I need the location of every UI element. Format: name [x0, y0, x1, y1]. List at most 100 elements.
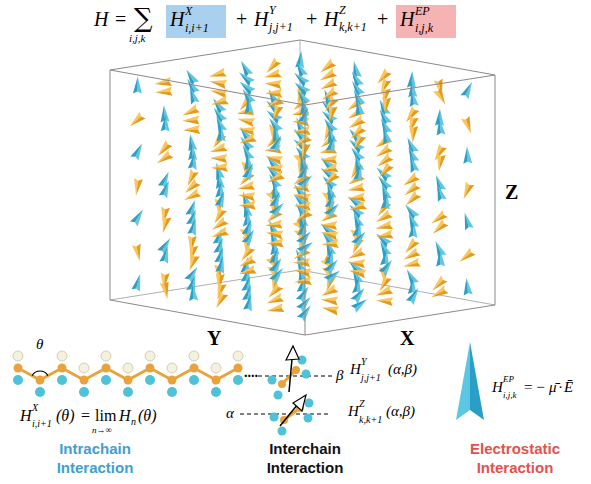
field-arrow: [185, 183, 201, 193]
field-arrow: [413, 126, 419, 143]
field-arrow: [212, 221, 229, 230]
field-arrow: [433, 224, 449, 234]
math-operator: +: [236, 9, 247, 29]
field-arrow: [321, 168, 339, 172]
field-arrow: [438, 184, 442, 202]
math-symbol: H: [324, 9, 338, 29]
field-arrow: [215, 256, 223, 272]
hydrogen-atom: [145, 351, 155, 361]
field-arrow: [293, 263, 310, 268]
field-arrow: [410, 90, 414, 108]
field-arrow: [267, 298, 285, 303]
subscript: i,j,k: [503, 391, 517, 400]
math-operator: =: [115, 9, 126, 29]
field-arrow: [242, 229, 254, 242]
field-arrow: [321, 83, 338, 90]
field-arrow: [300, 97, 304, 114]
math-symbol: H: [350, 362, 361, 377]
carbon-atom: [58, 364, 67, 373]
carbon-atom: [278, 380, 286, 388]
field-arrow: [184, 267, 197, 279]
field-arrow: [243, 294, 251, 310]
field-arrow: [182, 120, 199, 124]
ellipsis: ....: [244, 366, 258, 380]
field-arrow: [348, 263, 365, 269]
field-arrow: [324, 175, 340, 185]
field-arrow: [432, 280, 447, 291]
hydrogen-atom: [13, 375, 23, 385]
field-arrow: [183, 129, 200, 134]
field-arrow: [349, 205, 367, 210]
dipole-cone: [456, 342, 484, 420]
field-arrow: [267, 308, 285, 312]
field-arrow: [298, 107, 308, 121]
dipole-arrow: [286, 346, 299, 360]
hydrogen-atom: [13, 351, 23, 361]
field-arrow: [130, 143, 142, 156]
field-arrow: [270, 192, 280, 206]
field-arrow: [467, 147, 472, 164]
field-arrow: [320, 73, 337, 80]
hydrogen-atom: [123, 387, 133, 397]
carbon-atom: [168, 376, 177, 385]
field-arrow: [272, 125, 276, 142]
field-arrow: [324, 204, 339, 215]
field-arrow: [182, 116, 199, 121]
field-arrow: [266, 232, 282, 239]
field-arrow: [411, 156, 415, 174]
math-operator: lim: [95, 408, 116, 424]
cube-edges: [110, 40, 495, 335]
field-arrow: [217, 124, 222, 141]
superscript: Y: [269, 4, 276, 16]
field-arrow: [292, 187, 309, 192]
field-arrow: [293, 131, 310, 135]
reference-line: [240, 414, 328, 415]
subscript: j,j+1: [269, 21, 293, 33]
cube-edge: [110, 70, 111, 300]
math-operator: ·: [558, 380, 563, 395]
field-arrow: [136, 179, 143, 195]
hydrogen-atom: [167, 387, 177, 397]
field-arrow: [376, 290, 393, 296]
subscript: i,i+1: [32, 419, 52, 429]
cone-face: [470, 342, 484, 420]
hydrogen-atom: [101, 351, 111, 361]
hydrogen-atom: [233, 375, 243, 385]
field-arrow: [267, 238, 284, 243]
subscript: i,j,k: [415, 22, 433, 34]
subscript: k,k+1: [339, 21, 367, 33]
hydrogen-atom: [167, 363, 177, 373]
field-arrow: [380, 249, 387, 265]
field-arrow: [269, 268, 283, 280]
superscript: EP: [415, 5, 430, 17]
hydrogen-atom: [57, 375, 67, 385]
field-arrow: [381, 192, 387, 208]
field-arrow: [212, 232, 229, 237]
field-arrow: [294, 202, 311, 206]
field-arrow: [185, 200, 195, 215]
field-arrow: [296, 231, 311, 242]
field-arrow: [383, 127, 387, 145]
field-arrow: [296, 297, 310, 308]
field-arrow: [330, 107, 338, 123]
field-arrow: [297, 276, 305, 292]
field-arrow: [187, 218, 196, 233]
term-box: HEP i,j,k: [396, 5, 456, 38]
field-arrow: [294, 270, 310, 278]
field-arrow: [351, 299, 367, 308]
hydrogen-atom: [270, 413, 279, 422]
polymer-chain: [13, 351, 243, 397]
field-arrow: [322, 244, 339, 248]
field-arrow: [159, 246, 167, 261]
field-arrow: [211, 101, 229, 105]
hydrogen-atom: [274, 391, 283, 400]
math-symbol: H: [254, 9, 268, 29]
field-arrow: [349, 271, 365, 279]
math-argument: (α,β): [386, 404, 415, 419]
field-arrow: [352, 220, 360, 236]
limit-subscript: n→∞: [92, 426, 112, 435]
math-symbol: H: [400, 9, 414, 29]
sum-index: i,j,k: [129, 33, 146, 44]
reference-line: [258, 376, 332, 377]
field-arrow: [239, 201, 256, 206]
